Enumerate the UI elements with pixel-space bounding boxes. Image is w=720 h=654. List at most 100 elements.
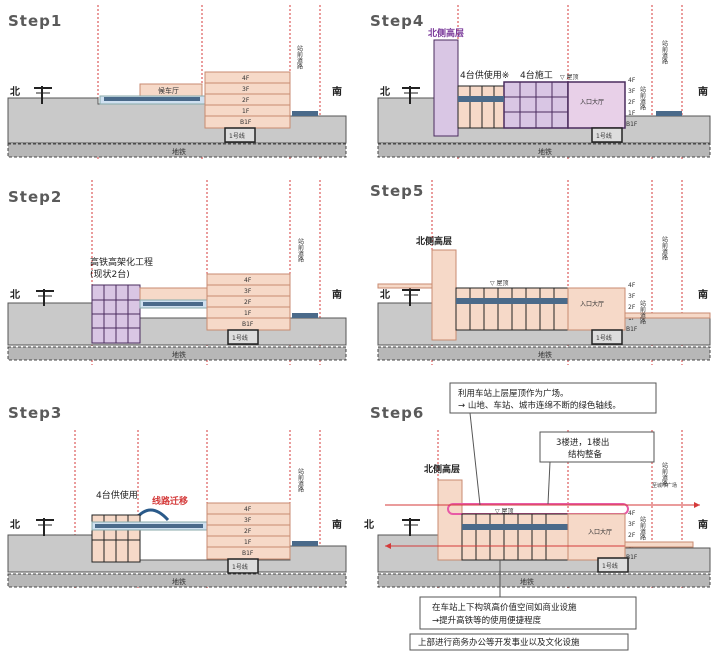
callout-mid-line2: 结构整备	[568, 449, 603, 460]
step1-pole-icon	[34, 86, 52, 104]
step6-roof: ▽ 屋顶	[495, 508, 514, 515]
step2-north-label: 北	[10, 288, 20, 301]
step5-pole-icon	[402, 288, 420, 306]
step6-north-tower	[437, 479, 463, 561]
step5-road: 站前道路	[661, 235, 668, 261]
step1-title: Step1	[8, 12, 62, 30]
callout-mid-line1: 3楼进，1楼出	[556, 437, 609, 448]
step3-floor-1f: 1F	[244, 539, 252, 546]
step1-subway-label: 地铁	[172, 147, 186, 156]
step3-south-label: 南	[332, 518, 342, 531]
callout-bottom-line3: 上部进行商务办公等开发事业以及文化设施	[418, 637, 580, 648]
step6-floor-b1f: B1F	[626, 554, 638, 561]
step2-title: Step2	[8, 188, 62, 206]
step1-floor-2f: 2F	[242, 97, 250, 104]
step4-note-tower: 北侧高层	[428, 27, 464, 39]
step6-floor-3f: 3F	[628, 521, 636, 528]
step6-title: Step6	[370, 404, 424, 422]
step6-road-left: 站前道路	[639, 515, 646, 541]
step6-floor-2f: 2F	[628, 532, 636, 539]
step6-to-plaza: 至城市广场	[652, 482, 677, 489]
step3-subway-label: 地铁	[172, 577, 186, 586]
step6-station-structure: 入口大厅	[461, 513, 626, 561]
callout-top-line1: 利用车站上层屋顶作为广场。	[458, 388, 569, 399]
step4-note-use: 4台供使用※	[460, 69, 509, 81]
step6-road: 站前道路	[661, 461, 668, 487]
callout-top: 利用车站上层屋顶作为广场。 → 山地、车站、城市连绵不断的绿色轴线。	[449, 382, 657, 506]
step4-floor-4f: 4F	[628, 77, 636, 84]
step1-south-label: 南	[332, 85, 342, 98]
step5-floor-4f: 4F	[628, 282, 636, 289]
step3-note-2: 线路迁移	[152, 495, 188, 507]
step5-station-structure: 入口大厅	[455, 287, 626, 331]
callout-mid: 3楼进，1楼出 结构整备	[539, 431, 655, 505]
step2-road: 站前道路	[297, 237, 304, 263]
step2-line1: 1号线	[232, 334, 248, 342]
step1-floor-3f: 3F	[242, 86, 250, 93]
step5-entrance: 入口大厅	[580, 300, 604, 308]
step3-title: Step3	[8, 404, 62, 422]
step4-note-build: 4台施工	[520, 69, 553, 81]
step4-north-tower	[433, 39, 459, 137]
step2-elevated-structure	[91, 284, 141, 344]
step4-north-label: 北	[380, 85, 390, 98]
step3-building: 4F 3F 2F 1F B1F	[206, 502, 291, 560]
step4-road: 站前道路	[661, 39, 668, 65]
step3-road: 站前道路	[297, 467, 304, 493]
callout-bottom-line2: →提升高铁等的使用便捷程度	[432, 615, 542, 626]
callout-bottom: 在车站上下构筑高价值空间如商业设施 →提升高铁等的使用便捷程度 上部进行商务办公…	[409, 560, 637, 651]
panel-step2: Step2 地铁 北 南 高铁高架化工程 (现状2台)	[7, 180, 347, 365]
step1-north-label: 北	[10, 85, 20, 98]
step2-note-2: (现状2台)	[90, 268, 130, 280]
step1-floor-1f: 1F	[242, 108, 250, 115]
step3-floor-2f: 2F	[244, 528, 252, 535]
step2-building: 4F 3F 2F 1F B1F	[206, 273, 291, 331]
step3-line1: 1号线	[232, 563, 248, 571]
step4-floor-3f: 3F	[628, 88, 636, 95]
panel-step4: Step4 地铁 北 南 北侧高层 4台供使用※ 4台施工 ▽ 屋顶	[370, 5, 711, 160]
step6-line1: 1号线	[602, 562, 618, 570]
step5-floor-2f: 2F	[628, 304, 636, 311]
step4-floor-2f: 2F	[628, 99, 636, 106]
step3-pole-icon	[36, 518, 54, 536]
step1-floor-b1f: B1F	[240, 119, 252, 126]
step5-subway-label: 地铁	[538, 350, 552, 359]
step1-road: 站前道路	[296, 44, 303, 70]
panel-step3: Step3 地铁 北 南 4台供使用 线路迁移	[7, 404, 347, 590]
step3-north-label: 北	[10, 518, 20, 531]
step1-floor-4f: 4F	[242, 75, 250, 82]
step6-floor-4f: 4F	[628, 510, 636, 517]
step4-road-left: 站前道路	[639, 85, 646, 111]
step2-floor-b1f: B1F	[242, 321, 254, 328]
step3-floor-b1f: B1F	[242, 550, 254, 557]
step5-north-label: 北	[380, 288, 390, 301]
step5-south-label: 南	[698, 288, 708, 301]
step4-station-structure: 入口大厅	[457, 81, 626, 129]
panel-step5: Step5 地铁 北 南 北侧高层 ▽ 屋顶 入口大厅	[370, 180, 711, 365]
step4-title: Step4	[370, 12, 424, 30]
step4-south-label: 南	[698, 85, 708, 98]
step6-south-label: 南	[698, 518, 708, 531]
step2-south-label: 南	[332, 288, 342, 301]
step1-building: 4F 3F 2F 1F B1F	[204, 71, 291, 129]
panel-step1: Step1 地铁 北 南 候车厅 4F 3F 2F	[7, 5, 347, 160]
step2-floor-2f: 2F	[244, 299, 252, 306]
step3-note-1: 4台供使用	[96, 489, 138, 501]
step5-note-tower: 北侧高层	[416, 235, 452, 247]
step3-floor-4f: 4F	[244, 506, 252, 513]
step6-note-tower: 北侧高层	[424, 463, 460, 475]
step6-subway-label: 地铁	[520, 577, 534, 586]
step5-title: Step5	[370, 182, 424, 200]
step5-roof: ▽ 屋顶	[490, 280, 509, 287]
step5-floor-3f: 3F	[628, 293, 636, 300]
step2-floor-3f: 3F	[244, 288, 252, 295]
step4-floor-b1f: B1F	[626, 121, 638, 128]
callout-bottom-line1: 在车站上下构筑高价值空间如商业设施	[432, 602, 577, 613]
step4-subway-label: 地铁	[538, 147, 552, 156]
step6-pole-icon	[402, 518, 420, 536]
step2-note-1: 高铁高架化工程	[90, 256, 153, 268]
step4-line1: 1号线	[596, 132, 612, 140]
step5-line1: 1号线	[596, 334, 612, 342]
